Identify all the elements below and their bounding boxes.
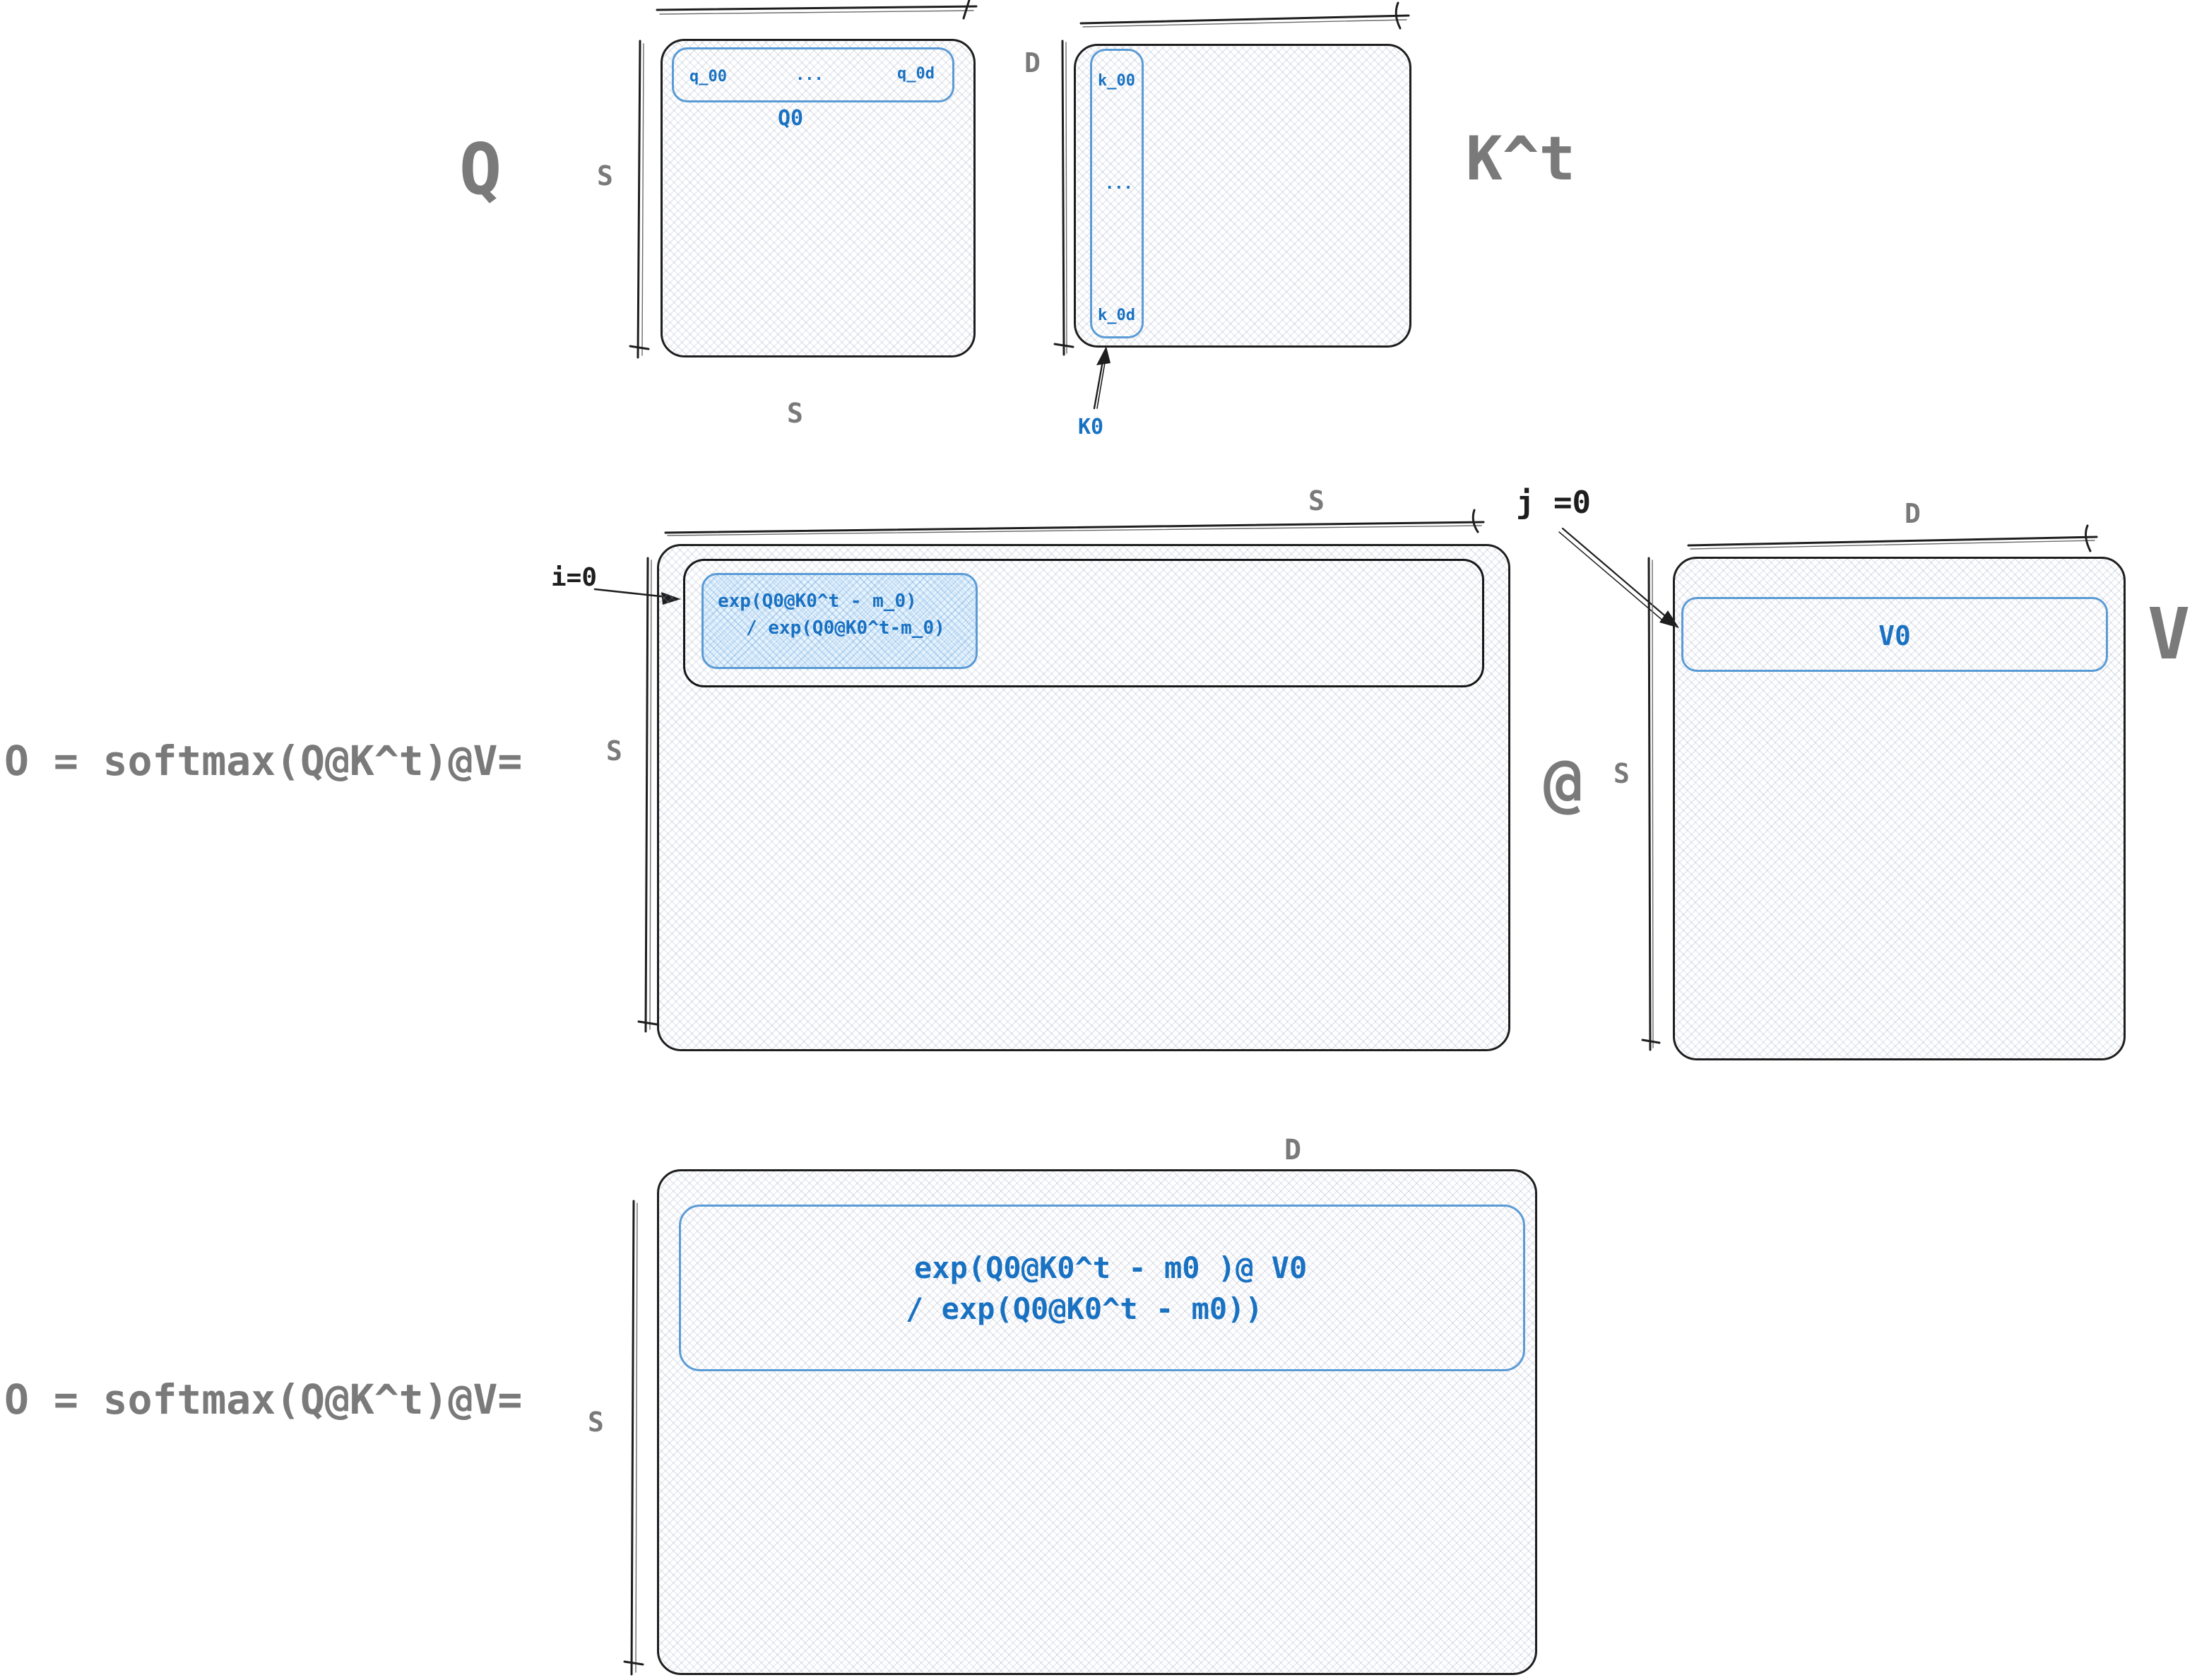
attn-side-dim-label: S bbox=[606, 735, 622, 767]
output-matrix: exp(Q0@K0^t - m0 )@ V0 / exp(Q0@K0^t - m… bbox=[657, 1169, 1537, 1675]
kt-matrix-title: K^t bbox=[1466, 124, 1576, 194]
v-top-dimension-line bbox=[1687, 524, 2098, 552]
q-left-dimension-line bbox=[629, 40, 650, 359]
kt-matrix: k_00 ... k_0d bbox=[1074, 44, 1411, 348]
col-pointer-j0: j =0 bbox=[1516, 485, 1591, 521]
v-side-dim-label: S bbox=[1613, 758, 1630, 789]
q-row-label: Q0 bbox=[778, 106, 804, 131]
q-matrix: q_00 ... q_0d Q0 bbox=[661, 39, 976, 357]
q-bottom-dim-label: S bbox=[787, 398, 803, 429]
q-side-dim-label: S bbox=[597, 160, 613, 191]
kt-col-cell-first: k_00 bbox=[1098, 72, 1135, 90]
kt-col-highlight: k_00 ... k_0d bbox=[1090, 49, 1144, 338]
v-row-label: V0 bbox=[1878, 620, 1911, 651]
out-top-dim-label: D bbox=[1284, 1134, 1302, 1166]
j0-arrow bbox=[1558, 527, 1679, 628]
attn-row-band bbox=[683, 559, 1484, 687]
matmul-at-symbol: @ bbox=[1544, 745, 1583, 820]
out-formula-box: exp(Q0@K0^t - m0 )@ V0 / exp(Q0@K0^t - m… bbox=[679, 1205, 1525, 1371]
k0-arrow bbox=[1093, 346, 1111, 410]
kt-side-dim-label: D bbox=[1024, 47, 1041, 78]
kt-col-cell-ellipsis: ... bbox=[1105, 175, 1133, 193]
attn-top-dimension-line bbox=[664, 509, 1485, 536]
q-row-cell-first: q_00 bbox=[689, 68, 727, 85]
kt-col-label: K0 bbox=[1078, 415, 1104, 439]
attention-matrix: exp(Q0@K0^t - m_0) / exp(Q0@K0^t-m_0) bbox=[657, 544, 1510, 1051]
q-row-cell-last: q_0d bbox=[897, 65, 935, 83]
q-row-cell-ellipsis: ... bbox=[795, 66, 824, 84]
v-matrix: V0 bbox=[1673, 557, 2126, 1060]
out-formula-line2: / exp(Q0@K0^t - m0)) bbox=[906, 1291, 1263, 1326]
attn-left-dimension-line bbox=[637, 557, 658, 1033]
q-row-highlight: q_00 ... q_0d bbox=[672, 47, 954, 102]
attn-top-dim-label: S bbox=[1308, 485, 1325, 516]
v-row-highlight: V0 bbox=[1681, 597, 2108, 672]
v-left-dimension-line bbox=[1641, 557, 1661, 1051]
attn-formula-box: exp(Q0@K0^t - m_0) / exp(Q0@K0^t-m_0) bbox=[701, 573, 978, 669]
row-pointer-i0: i=0 bbox=[551, 563, 598, 592]
out-side-dim-label: S bbox=[588, 1407, 604, 1438]
softmax-equation-middle: O = softmax(Q@K^t)@V= bbox=[4, 737, 523, 785]
out-left-dimension-line bbox=[623, 1200, 644, 1676]
q-matrix-title: Q bbox=[459, 128, 502, 211]
softmax-equation-bottom: O = softmax(Q@K^t)@V= bbox=[4, 1376, 523, 1424]
out-formula-line1: exp(Q0@K0^t - m0 )@ V0 bbox=[914, 1250, 1308, 1285]
q-top-dimension-line bbox=[656, 0, 978, 20]
attn-formula-line1: exp(Q0@K0^t - m_0) bbox=[718, 591, 917, 612]
kt-top-dimension-line bbox=[1079, 1, 1410, 30]
kt-col-cell-last: k_0d bbox=[1098, 307, 1135, 324]
kt-left-dimension-line bbox=[1053, 40, 1074, 356]
attn-formula-line2: / exp(Q0@K0^t-m_0) bbox=[746, 617, 945, 639]
v-top-dim-label: D bbox=[1905, 498, 1921, 529]
v-matrix-title: V bbox=[2148, 593, 2191, 675]
